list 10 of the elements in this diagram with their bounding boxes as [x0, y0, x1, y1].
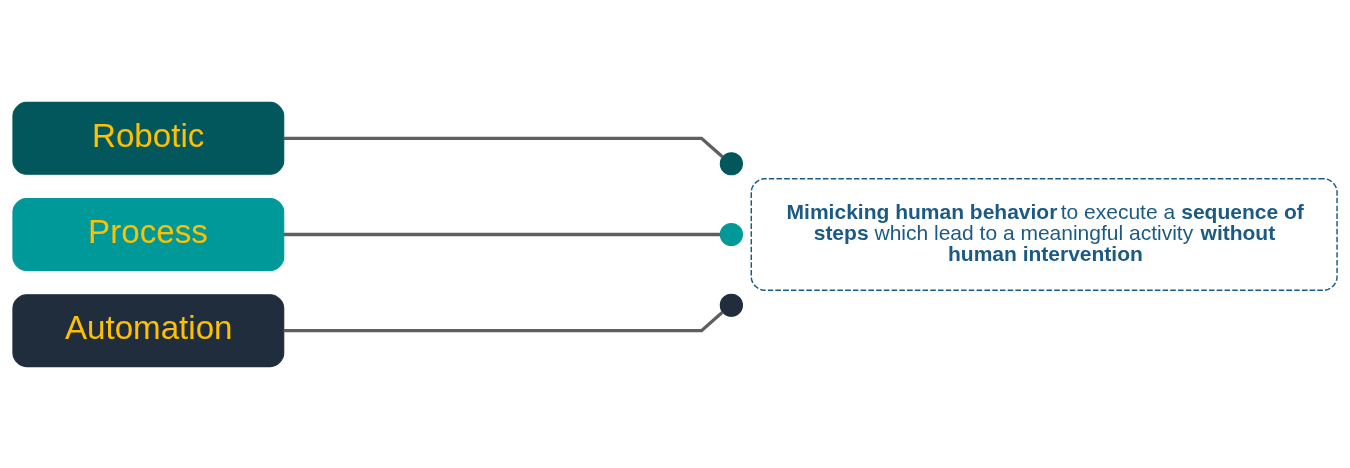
- node-circle: [719, 151, 743, 175]
- node-circle: [719, 293, 743, 317]
- node-box: Process: [12, 197, 285, 271]
- connector: [283, 136, 724, 158]
- node-circle: [719, 222, 743, 246]
- connector: [283, 232, 721, 236]
- connector: [283, 310, 724, 332]
- node-box: Mimicking human behavior to execute a sequence of steps which lead to a meaningful activity without human intervention: [750, 177, 1338, 291]
- node-box: Automation: [12, 293, 285, 367]
- node-box: Robotic: [12, 101, 285, 175]
